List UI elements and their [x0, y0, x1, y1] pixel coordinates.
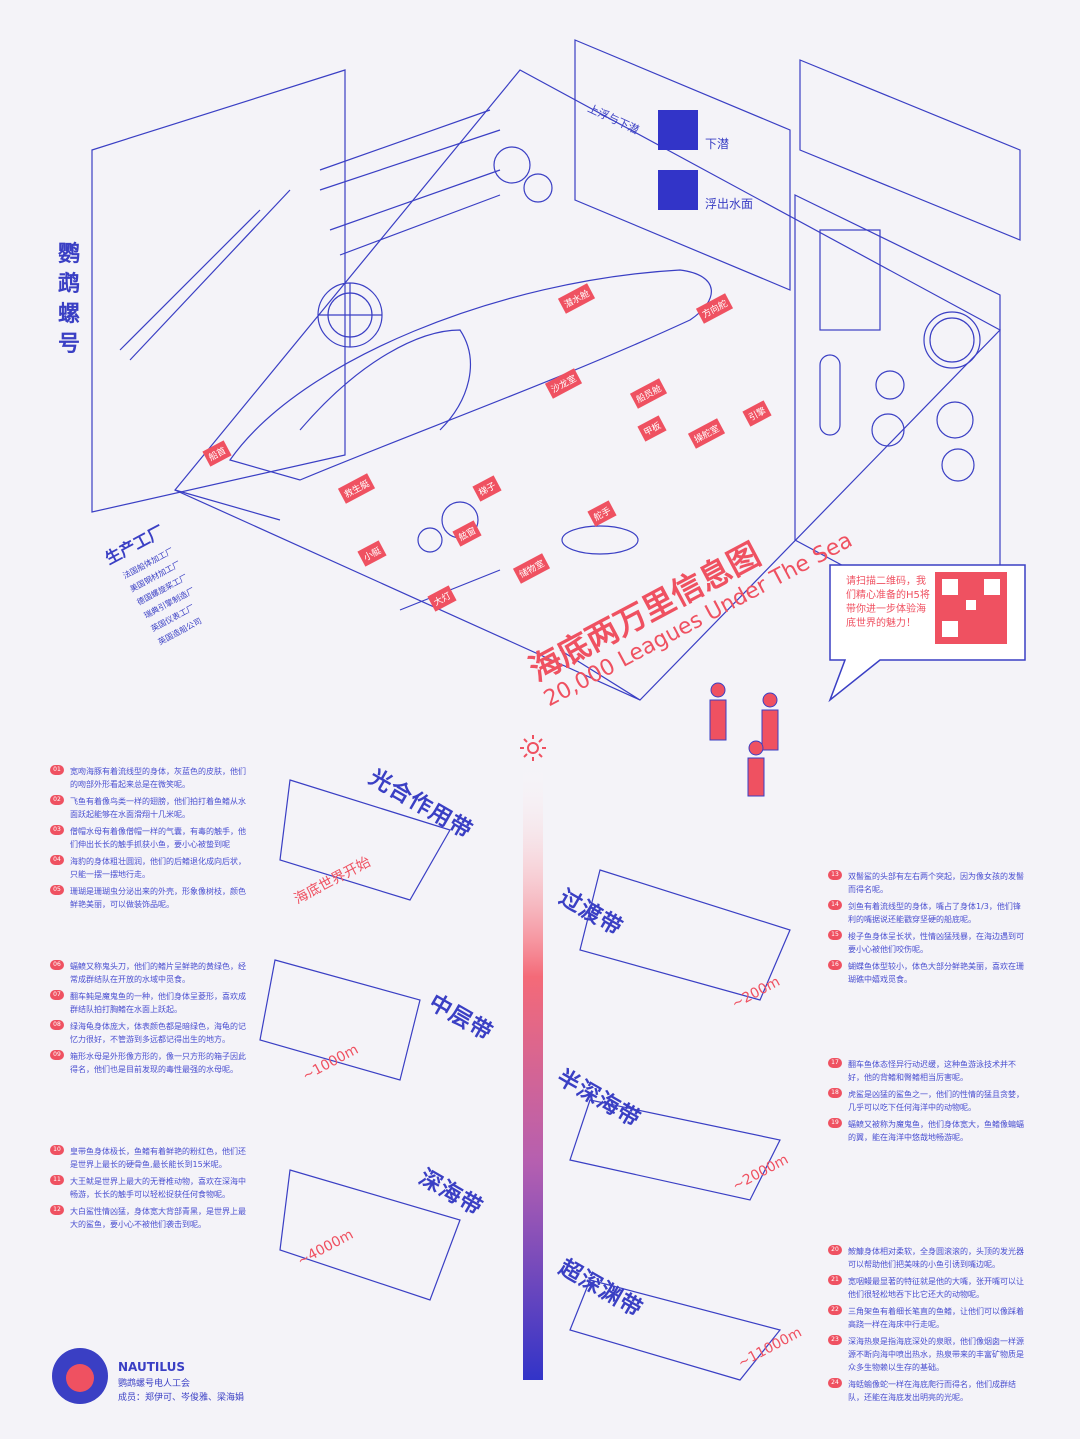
note-text: 蝴蝶鱼体型较小，体色大部分鲜艳美丽，喜欢在珊瑚礁中嬉戏觅食。 [848, 962, 1024, 984]
note-item: 23 深海热泉是指海底深处的泉眼，他们像烟囱一样源源不断向海中喷出热水，热泉带来的… [828, 1335, 1028, 1374]
note-text: 梭子鱼身体呈长状，性情凶猛残暴，在海边遇到可要小心被他们咬伤呢。 [848, 932, 1024, 954]
note-item: 04 海豹的身体粗壮圆润，他们的后鳍退化成向后状，只能一摆一摆地行走。 [50, 855, 250, 881]
note-text: 海豹的身体粗壮圆润，他们的后鳍退化成向后状，只能一摆一摆地行走。 [70, 857, 246, 879]
dive-icon [658, 110, 698, 150]
people-figures [709, 682, 779, 797]
note-item: 16 蝴蝶鱼体型较小，体色大部分鲜艳美丽，喜欢在珊瑚礁中嬉戏觅食。 [828, 960, 1028, 986]
note-item: 17 翻车鱼体态怪异行动迟缓，这种鱼游泳技术并不好，他的背鳍和臀鳍相当厉害呢。 [828, 1058, 1028, 1084]
note-item: 11 大王鱿是世界上最大的无脊椎动物，喜欢在深海中畅游，长长的触手可以轻松捉获任何… [50, 1175, 250, 1201]
note-text: 鮟鱇身体相对柔软，全身圆滚滚的，头顶的发光器可以帮助他们把美味的小鱼引诱到嘴边呢… [848, 1247, 1024, 1269]
note-text: 蝠鲼又称鬼头刀，他们的鳍片呈鲜艳的黄绿色，经常成群结队在开放的水域中觅食。 [70, 962, 246, 984]
note-number: 01 [50, 765, 64, 775]
note-number: 08 [50, 1020, 64, 1030]
note-item: 24 海蛞蝓像蛇一样在海底爬行而得名，他们成群结队，还能在海底发出明亮的光呢。 [828, 1378, 1028, 1404]
footer-members: 成员：郑伊可、岑俊雅、梁海娟 [118, 1393, 245, 1403]
note-text: 大白鲨性情凶猛，身体宽大背部青黑，是世界上最大的鲨鱼，要小心不被他们袭击到呢。 [70, 1207, 246, 1229]
note-text: 珊瑚是珊瑚虫分泌出来的外壳，形象像树枝，颜色鲜艳美丽，可以做装饰品呢。 [70, 887, 246, 909]
note-item: 20 鮟鱇身体相对柔软，全身圆滚滚的，头顶的发光器可以帮助他们把美味的小鱼引诱到嘴… [828, 1245, 1028, 1271]
note-number: 03 [50, 825, 64, 835]
qr-text: 请扫描二维码，我们精心准备的H5将带你进一步体验海底世界的魅力！ [846, 576, 930, 629]
note-text: 海蛞蝓像蛇一样在海底爬行而得名，他们成群结队，还能在海底发出明亮的光呢。 [848, 1380, 1016, 1402]
note-text: 绿海龟身体庞大，体表颜色都是暗绿色，海龟的记忆力很好，不管游到多远都记得出生的地… [70, 1022, 246, 1044]
note-item: 12 大白鲨性情凶猛，身体宽大背部青黑，是世界上最大的鲨鱼，要小心不被他们袭击到呢… [50, 1205, 250, 1231]
note-text: 飞鱼有着像鸟类一样的翅膀，他们拍打着鱼鳍从水面跃起能够在水面滑翔十几米呢。 [70, 797, 246, 819]
footer-sub: 鹦鹉螺号电人工会 [118, 1379, 191, 1389]
note-text: 三角架鱼有着细长笔直的鱼鳍，让他们可以像踩着高跷一样在海床中行走呢。 [848, 1307, 1024, 1329]
note-number: 23 [828, 1335, 842, 1345]
note-number: 24 [828, 1378, 842, 1388]
note-text: 宽咽鳗最显著的特征就是他的大嘴，张开嘴可以让他们很轻松地吞下比它还大的动物呢。 [848, 1277, 1024, 1299]
note-number: 12 [50, 1205, 64, 1215]
note-item: 18 虎鲨是凶猛的鲨鱼之一，他们的性情的猛且贪婪，几乎可以吃下任何海洋中的动物呢。 [828, 1088, 1028, 1114]
note-item: 19 蝠鲼又被称为魔鬼鱼，他们身体宽大，鱼鳍像蝙蝠的翼，能在海洋中悠哉地畅游呢。 [828, 1118, 1028, 1144]
dive-label: 下潜 [705, 137, 730, 151]
note-text: 皇带鱼身体极长，鱼鳍有着鲜艳的粉红色，他们还是世界上最长的硬骨鱼,最长能长到15… [70, 1147, 246, 1169]
note-item: 21 宽咽鳗最显著的特征就是他的大嘴，张开嘴可以让他们很轻松地吞下比它还大的动物呢… [828, 1275, 1028, 1301]
note-number: 16 [828, 960, 842, 970]
note-item: 03 僧帽水母有着像僧帽一样的气囊，有毒的触手，他们伸出长长的触手抓获小鱼，要小心… [50, 825, 250, 851]
note-number: 11 [50, 1175, 64, 1185]
note-item: 05 珊瑚是珊瑚虫分泌出来的外壳，形象像树枝，颜色鲜艳美丽，可以做装饰品呢。 [50, 885, 250, 911]
note-item: 06 蝠鲼又称鬼头刀，他们的鳍片呈鲜艳的黄绿色，经常成群结队在开放的水域中觅食。 [50, 960, 250, 986]
depth-gradient-bar [523, 760, 543, 1380]
note-text: 蝠鲼又被称为魔鬼鱼，他们身体宽大，鱼鳍像蝙蝠的翼，能在海洋中悠哉地畅游呢。 [848, 1120, 1024, 1142]
note-text: 深海热泉是指海底深处的泉眼，他们像烟囱一样源源不断向海中喷出热水，热泉带来的丰富… [848, 1337, 1024, 1372]
zone-notes: 17 翻车鱼体态怪异行动迟缓，这种鱼游泳技术并不好，他的背鳍和臀鳍相当厉害呢。 18… [828, 1058, 1028, 1148]
float-label: 浮出水面 [705, 197, 754, 211]
note-number: 19 [828, 1118, 842, 1128]
note-number: 10 [50, 1145, 64, 1155]
note-text: 双髻鲨的头部有左右两个突起，因为像女孩的发髻而得名呢。 [848, 872, 1024, 894]
note-item: 09 箱形水母是外形像方形的，像一只方形的箱子因此得名，他们也是目前发现的毒性最强… [50, 1050, 250, 1076]
note-text: 箱形水母是外形像方形的，像一只方形的箱子因此得名，他们也是目前发现的毒性最强的水… [70, 1052, 246, 1074]
footer-brand: NAUTILUS [118, 1360, 185, 1374]
note-number: 07 [50, 990, 64, 1000]
note-text: 翻车鱼体态怪异行动迟缓，这种鱼游泳技术并不好，他的背鳍和臀鳍相当厉害呢。 [848, 1060, 1016, 1082]
zone-notes: 13 双髻鲨的头部有左右两个突起，因为像女孩的发髻而得名呢。 14 剑鱼有着流线型的身… [828, 870, 1028, 990]
note-number: 05 [50, 885, 64, 895]
note-item: 13 双髻鲨的头部有左右两个突起，因为像女孩的发髻而得名呢。 [828, 870, 1028, 896]
note-number: 17 [828, 1058, 842, 1068]
note-text: 剑鱼有着流线型的身体，嘴占了身体1/3，他们锋利的嘴据说还能戳穿坚硬的船底呢。 [848, 902, 1021, 924]
note-item: 22 三角架鱼有着细长笔直的鱼鳍，让他们可以像踩着高跷一样在海床中行走呢。 [828, 1305, 1028, 1331]
note-text: 僧帽水母有着像僧帽一样的气囊，有毒的触手，他们伸出长长的触手抓获小鱼，要小心被蛰… [70, 827, 246, 849]
note-text: 宽吻海豚有着流线型的身体，灰蓝色的皮肤，他们的吻部外形看起来总是在微笑呢。 [70, 767, 246, 789]
note-number: 14 [828, 900, 842, 910]
note-item: 15 梭子鱼身体呈长状，性情凶猛残暴，在海边遇到可要小心被他们咬伤呢。 [828, 930, 1028, 956]
zone-notes: 10 皇带鱼身体极长，鱼鳍有着鲜艳的粉红色，他们还是世界上最长的硬骨鱼,最长能长到… [50, 1145, 250, 1235]
note-item: 14 剑鱼有着流线型的身体，嘴占了身体1/3，他们锋利的嘴据说还能戳穿坚硬的船底呢… [828, 900, 1028, 926]
float-icon [658, 170, 698, 210]
note-item: 02 飞鱼有着像鸟类一样的翅膀，他们拍打着鱼鳍从水面跃起能够在水面滑翔十几米呢。 [50, 795, 250, 821]
note-number: 15 [828, 930, 842, 940]
note-number: 18 [828, 1088, 842, 1098]
note-number: 09 [50, 1050, 64, 1060]
note-item: 07 翻车鲀是魔鬼鱼的一种，他们身体呈菱形，喜欢成群结队拍打胸鳍在水面上跃起。 [50, 990, 250, 1016]
note-text: 翻车鲀是魔鬼鱼的一种，他们身体呈菱形，喜欢成群结队拍打胸鳍在水面上跃起。 [70, 992, 246, 1014]
note-item: 01 宽吻海豚有着流线型的身体，灰蓝色的皮肤，他们的吻部外形看起来总是在微笑呢。 [50, 765, 250, 791]
sun-icon [520, 735, 546, 761]
zone-notes: 20 鮟鱇身体相对柔软，全身圆滚滚的，头顶的发光器可以帮助他们把美味的小鱼引诱到嘴… [828, 1245, 1028, 1408]
ship-name: 鹦鹉螺号 [58, 242, 81, 357]
note-text: 虎鲨是凶猛的鲨鱼之一，他们的性情的猛且贪婪，几乎可以吃下任何海洋中的动物呢。 [848, 1090, 1024, 1112]
note-number: 20 [828, 1245, 842, 1255]
note-item: 10 皇带鱼身体极长，鱼鳍有着鲜艳的粉红色，他们还是世界上最长的硬骨鱼,最长能长到… [50, 1145, 250, 1171]
note-number: 02 [50, 795, 64, 805]
note-number: 22 [828, 1305, 842, 1315]
note-number: 06 [50, 960, 64, 970]
note-number: 04 [50, 855, 64, 865]
note-text: 大王鱿是世界上最大的无脊椎动物，喜欢在深海中畅游，长长的触手可以轻松捉获任何食物… [70, 1177, 246, 1199]
note-number: 21 [828, 1275, 842, 1285]
note-number: 13 [828, 870, 842, 880]
note-item: 08 绿海龟身体庞大，体表颜色都是暗绿色，海龟的记忆力很好，不管游到多远都记得出生… [50, 1020, 250, 1046]
